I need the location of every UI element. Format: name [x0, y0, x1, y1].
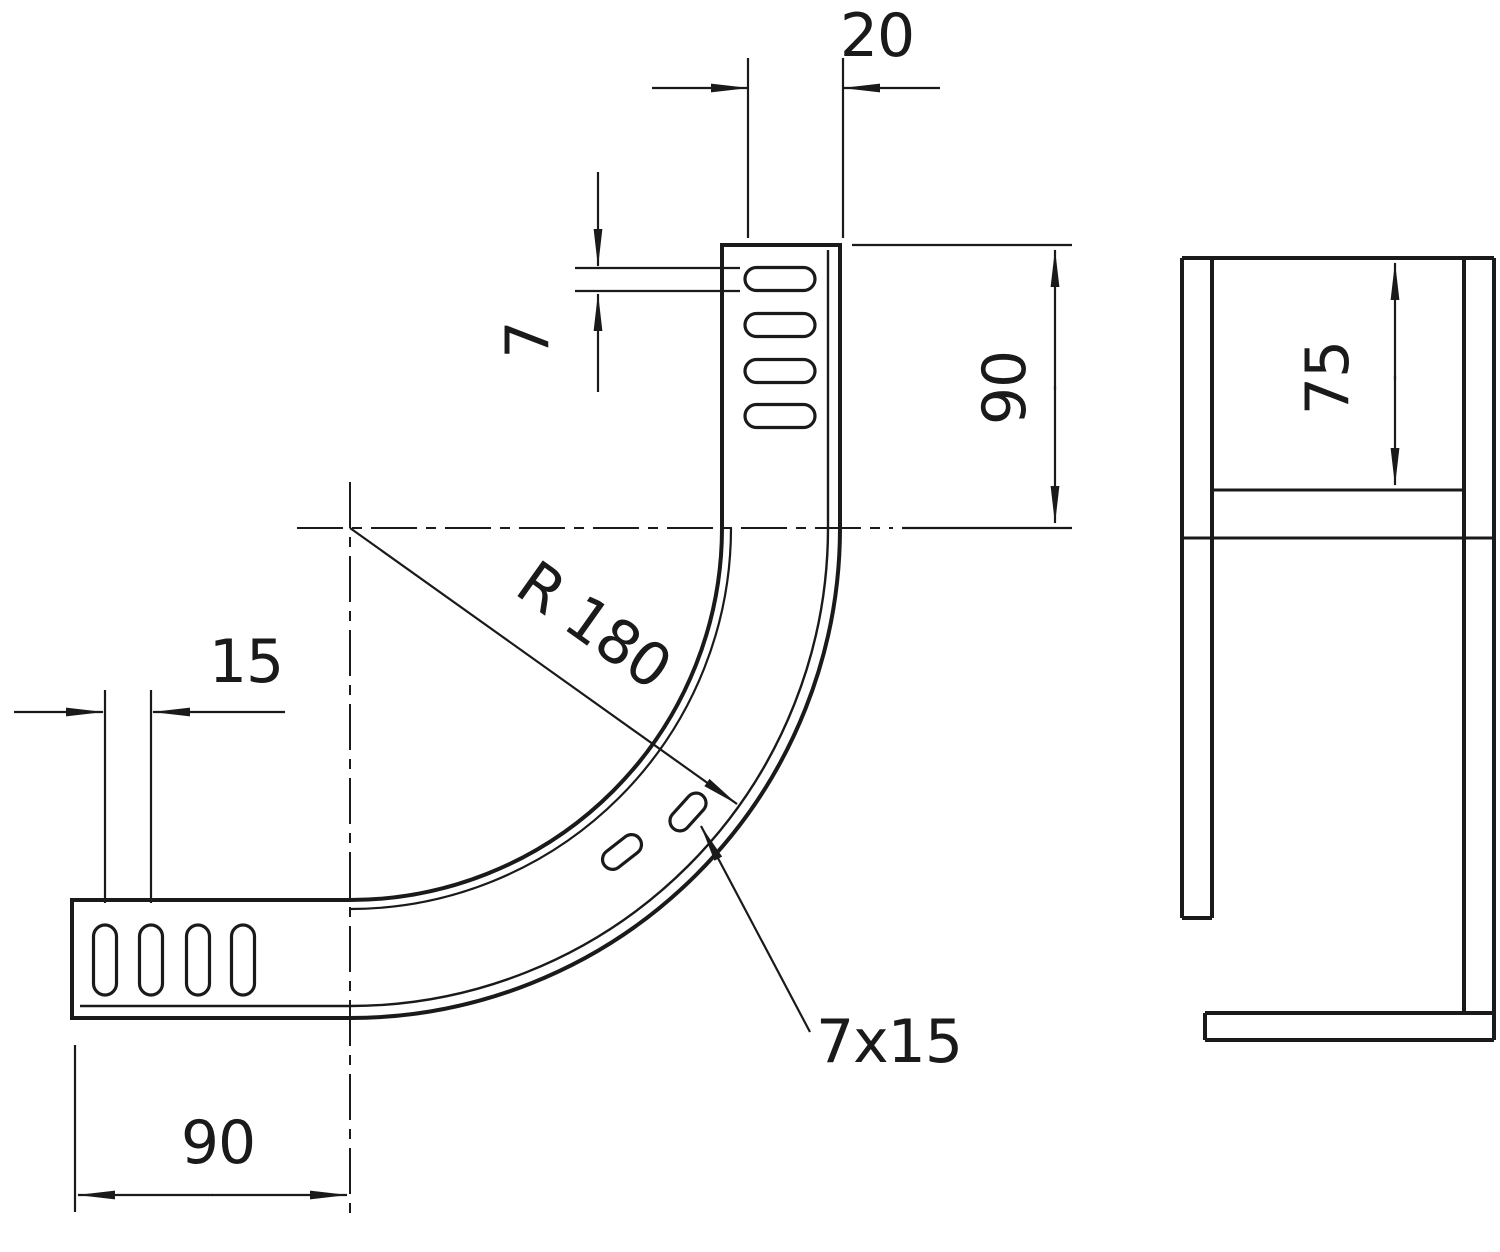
dimension-90-bottom: 90 — [73, 1045, 348, 1212]
top-arm-slots — [743, 265, 817, 430]
dimension-label: 90 — [181, 1108, 255, 1178]
curve-slot — [668, 791, 708, 833]
dimension-7: 7 — [493, 172, 740, 392]
bottom-arm-slot — [184, 923, 212, 997]
side-view: 75 — [1180, 256, 1496, 1042]
dimension-label: 7 — [493, 321, 563, 358]
bottom-arm-slot — [137, 923, 165, 997]
curve-slot — [600, 833, 644, 871]
elbow-outline — [70, 243, 842, 1020]
radius-label: R 180 — [504, 548, 683, 704]
top-arm-slot — [743, 265, 817, 293]
bottom-arm-slot — [229, 923, 257, 997]
dimensions: 20 7 90 15 — [14, 1, 1072, 1212]
dimension-75: 75 — [1293, 262, 1400, 486]
top-arm-slot — [743, 357, 817, 385]
dimension-15: 15 — [14, 627, 285, 903]
dimension-90-right: 90 — [852, 243, 1072, 530]
top-arm-slot — [743, 311, 817, 339]
front-view — [70, 243, 893, 1215]
slot-callout: 7x15 — [700, 825, 963, 1077]
dimension-label: 75 — [1293, 341, 1363, 415]
outer-thickness-line — [80, 250, 830, 1008]
dimension-label: 90 — [970, 351, 1040, 425]
dimension-label: 15 — [209, 627, 283, 697]
radius-annotation: R 180 — [349, 527, 738, 805]
curve-slots — [600, 791, 708, 871]
inner-thickness-line — [349, 527, 733, 911]
dimension-label: 20 — [840, 1, 914, 71]
top-arm-slot — [743, 402, 817, 430]
dimension-20: 20 — [652, 1, 940, 238]
slot-size-label: 7x15 — [816, 1007, 962, 1077]
bottom-arm-slots — [91, 923, 257, 997]
leader-line — [700, 825, 811, 1033]
bottom-arm-slot — [91, 923, 119, 997]
radius-line — [349, 527, 738, 805]
